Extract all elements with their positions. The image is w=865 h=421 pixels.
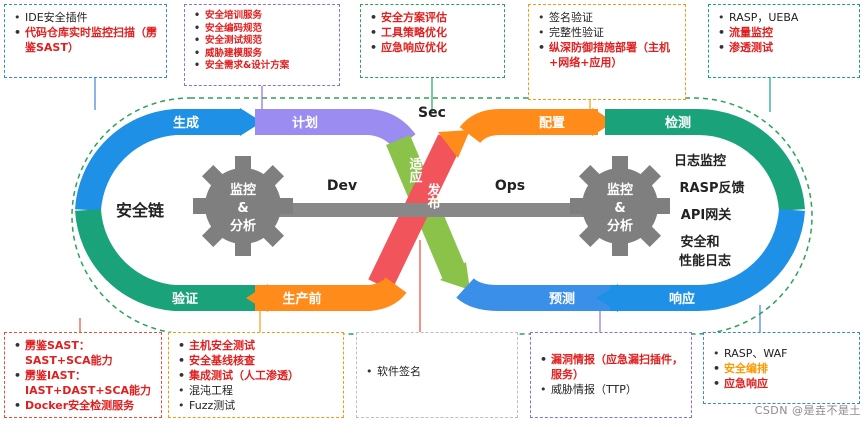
segment-shengcheng (75, 109, 240, 212)
watermark: CSDN @是垚不是土 (754, 404, 861, 417)
seg-label-fabu-1: 发布 (425, 182, 442, 210)
box-bottom-waf-item: RASP、WAF (712, 346, 853, 361)
box-bottom-sign-item: 软件签名 (365, 364, 511, 379)
box-bottom-host-item: 混沌工程 (177, 383, 337, 398)
seg-label-jihua: 计划 (292, 115, 318, 131)
box-bottom-waf-item: 应急响应 (712, 376, 853, 391)
right-item-3: API网关 (681, 207, 731, 223)
box-top-assessment-item: 工具策略优化 (369, 25, 498, 40)
segment-jiance (605, 108, 805, 212)
gear-right-line3: 分析 (607, 218, 633, 234)
segment-shengchanqian (255, 276, 407, 311)
segment-peizhi (459, 109, 598, 144)
box-top-ide-item: IDE安全插件 (13, 10, 160, 25)
box-top-ide: IDE安全插件 代码仓库实时监控扫描（雳鉴SAST） (4, 4, 167, 78)
box-bottom-sign: 软件签名 (356, 332, 518, 418)
box-bottom-host-item: 安全基线核查 (177, 353, 337, 368)
right-item-4: 安全和 (680, 234, 719, 250)
label-ops: Ops (495, 178, 525, 194)
gear-right-line1: 监控 (607, 182, 633, 198)
box-bottom-intel: 漏洞情报（应急漏扫插件，服务） 威胁情报（TTP） (530, 332, 692, 418)
box-top-rasp-item: RASP，UEBA (717, 10, 853, 25)
gear-left-line1: 监控 (230, 182, 256, 198)
box-bottom-host-item: 主机安全测试 (177, 338, 337, 353)
box-top-training-item: 威胁建模服务 (193, 48, 333, 61)
box-bottom-sast-item: 雳鉴IAST：IAST+DAST+SCA能力 (13, 368, 155, 398)
seg-label-shiying-1: 适应 (407, 156, 423, 184)
gear-left-line2: & (237, 201, 248, 216)
box-top-signature-item: 完整性验证 (537, 25, 679, 40)
seg-label-jiance: 检测 (665, 115, 691, 131)
seg-label-xiangying: 响应 (669, 291, 695, 307)
right-item-1: 日志监控 (674, 153, 726, 169)
seg-label-shengcheng: 生成 (173, 115, 199, 131)
segment-yuce (456, 277, 610, 311)
box-bottom-host-item: 集成测试（人工渗透） (177, 368, 337, 383)
box-top-signature-item: 签名验证 (537, 10, 679, 25)
seg-label-peizhi: 配置 (539, 116, 565, 131)
box-bottom-intel-item: 威胁情报（TTP） (539, 382, 685, 397)
box-bottom-intel-item: 漏洞情报（应急漏扫插件，服务） (539, 352, 685, 382)
seg-label-yuce: 预测 (549, 291, 575, 307)
box-top-signature-item: 纵深防御措施部署（主机+网络+应用） (537, 40, 679, 70)
box-top-assessment-item: 应急响应优化 (369, 40, 498, 55)
box-bottom-sast-item: Docker安全检测服务 (13, 398, 155, 413)
gear-left (193, 156, 293, 256)
box-top-training-item: 安全培训服务 (193, 10, 333, 23)
right-item-2: RASP反馈 (680, 180, 745, 196)
label-dev: Dev (327, 178, 357, 194)
box-top-ide-item: 代码仓库实时监控扫描（雳鉴SAST） (13, 25, 160, 55)
box-top-signature: 签名验证 完整性验证 纵深防御措施部署（主机+网络+应用） (528, 4, 686, 100)
box-top-rasp-item: 渗透测试 (717, 40, 853, 55)
box-top-training-item: 安全需求&设计方案 (193, 60, 333, 73)
label-sec: Sec (418, 105, 446, 121)
box-top-training-item: 安全编码规范 (193, 23, 333, 36)
box-bottom-waf-item: 安全编排 (712, 361, 853, 376)
label-left-core: 安全链 (116, 201, 165, 220)
gear-shaft (240, 203, 630, 217)
segment-xiangying (605, 208, 805, 312)
box-bottom-sast: 雳鉴SAST：SAST+SCA能力 雳鉴IAST：IAST+DAST+SCA能力… (4, 332, 162, 418)
gear-left-line3: 分析 (230, 218, 256, 234)
box-bottom-sast-item: 雳鉴SAST：SAST+SCA能力 (13, 338, 155, 368)
seg-label-yanzheng: 验证 (172, 291, 198, 307)
box-top-rasp: RASP，UEBA 流量监控 渗透测试 (708, 4, 860, 78)
box-top-training: 安全培训服务 安全编码规范 安全测试规范 威胁建模服务 安全需求&设计方案 (184, 4, 340, 86)
box-top-training-item: 安全测试规范 (193, 35, 333, 48)
seg-label-shengchanqian: 生产前 (282, 291, 321, 307)
box-bottom-host: 主机安全测试 安全基线核查 集成测试（人工渗透） 混沌工程 Fuzz测试 (168, 332, 344, 418)
box-top-rasp-item: 流量监控 (717, 25, 853, 40)
box-top-assessment-item: 安全方案评估 (369, 10, 498, 25)
box-bottom-host-item: Fuzz测试 (177, 398, 337, 413)
connector-lines (79, 78, 771, 332)
right-item-5: 性能日志 (679, 253, 731, 269)
box-bottom-waf: RASP、WAF 安全编排 应急响应 (703, 332, 860, 404)
segment-yanzheng (75, 208, 255, 311)
gear-right-line2: & (614, 201, 625, 216)
box-top-assessment: 安全方案评估 工具策略优化 应急响应优化 (360, 4, 505, 78)
segment-jihua (255, 109, 416, 151)
